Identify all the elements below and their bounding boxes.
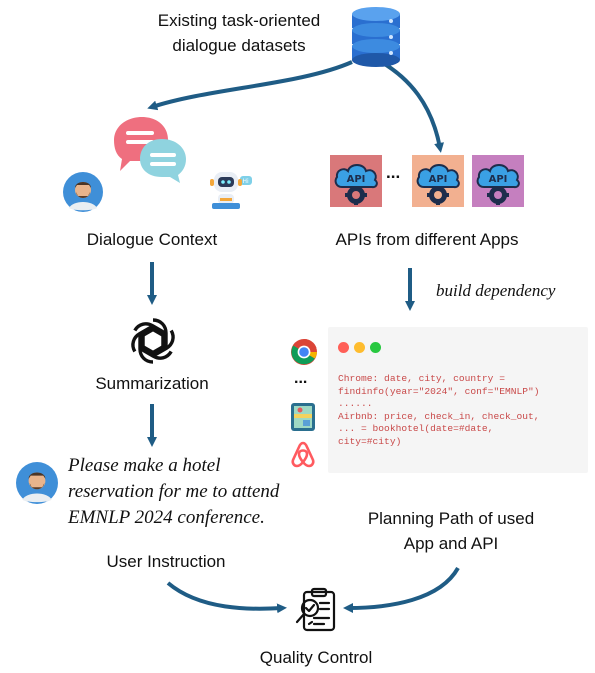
- quality-control-label: Quality Control: [259, 648, 373, 667]
- user-avatar-icon: [63, 172, 103, 212]
- window-dot-red: [338, 342, 349, 353]
- database-icon: [350, 6, 402, 68]
- api-badge-1: API: [347, 174, 366, 185]
- code-line: findinfo(year="2024", conf="EMNLP"): [338, 385, 540, 397]
- instruction-text-line3: EMNLP 2024 conference.: [68, 507, 265, 528]
- planning-label-line2: App and API: [403, 534, 499, 553]
- api-badge-3: API: [489, 174, 508, 185]
- svg-text:Hi: Hi: [243, 178, 250, 185]
- user-instruction-label: User Instruction: [106, 552, 226, 571]
- arrow-planning-to-qc: [343, 566, 460, 613]
- user-avatar-icon-2: [16, 462, 58, 504]
- api-cloud-icon-3: API: [472, 155, 524, 207]
- code-line: city=#city): [338, 435, 402, 447]
- summarization-label: Summarization: [95, 374, 209, 393]
- robot-icon: Hi: [206, 168, 254, 212]
- api-ellipsis: ...: [386, 163, 401, 182]
- api-cloud-icon-2: API: [412, 155, 464, 207]
- build-dependency-label: build dependency: [436, 281, 556, 300]
- window-dot-green: [370, 342, 381, 353]
- chrome-icon: [290, 338, 318, 366]
- api-badge-2: API: [429, 174, 448, 185]
- code-line: ......: [338, 398, 373, 410]
- arrow-instruction-to-qc: [166, 581, 287, 614]
- datasets-label-line2: dialogue datasets: [172, 36, 306, 55]
- arrow-db-to-dialogue: [147, 60, 353, 111]
- code-panel: Chrome: date, city, country = findinfo(y…: [328, 327, 588, 473]
- instruction-text-line2: reservation for me to attend: [68, 481, 280, 502]
- code-block: Chrome: date, city, country = findinfo(y…: [338, 373, 540, 449]
- app-ellipsis: ...: [294, 370, 308, 387]
- map-app-icon: [290, 402, 316, 432]
- datasets-label-line1: Existing task-oriented: [157, 11, 321, 30]
- instruction-text-line1: Please make a hotel: [68, 455, 221, 476]
- openai-logo-icon: [126, 314, 180, 368]
- code-line: Chrome: date, city, country =: [338, 373, 505, 384]
- clipboard-check-icon: [292, 586, 340, 634]
- airbnb-icon: [289, 440, 317, 468]
- code-line: ... = bookhotel(date=#date,: [338, 423, 494, 435]
- code-line: Airbnb: price, check_in, check_out,: [338, 410, 540, 422]
- apis-label: APIs from different Apps: [335, 230, 519, 249]
- arrow-db-to-apis: [377, 58, 444, 153]
- window-dot-yellow: [354, 342, 365, 353]
- api-cloud-icon-1: API: [330, 155, 382, 207]
- planning-label-line1: Planning Path of used: [367, 509, 535, 528]
- dialogue-context-label: Dialogue Context: [86, 230, 218, 249]
- chat-bubbles-icon: [112, 115, 190, 185]
